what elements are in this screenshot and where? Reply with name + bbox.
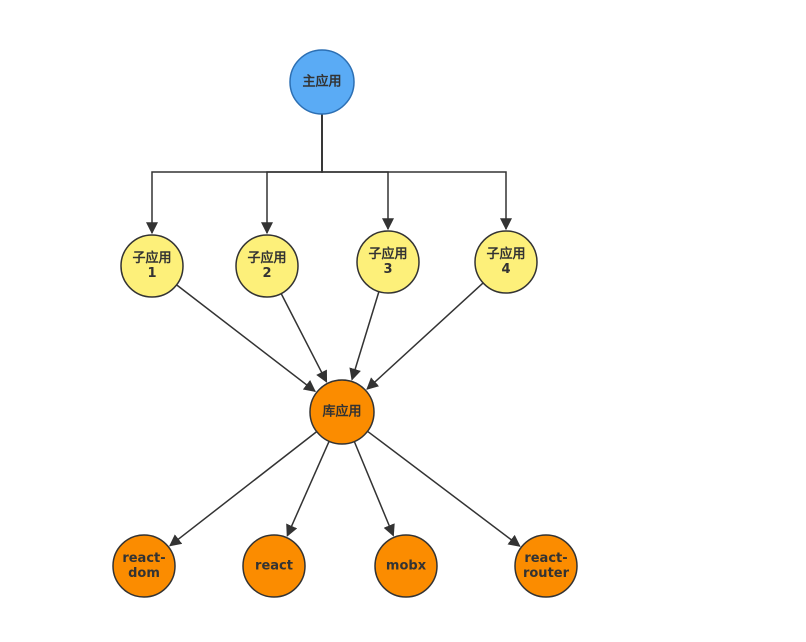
node-label-sub1-line-1: 子应用 (132, 250, 171, 266)
node-circle-sub3 (356, 230, 420, 294)
edge-lib-to-mobx (353, 441, 395, 537)
node-label-main: 主应用 (302, 74, 341, 90)
node-label-lib: 库应用 (322, 404, 361, 420)
edge-lib-to-react-dom (169, 431, 318, 547)
edge-sub2-to-lib (280, 293, 328, 383)
edges-layer (146, 114, 521, 547)
node-circle-sub4 (474, 230, 538, 294)
node-circle-mobx (374, 534, 438, 598)
node-lib: 库应用 (309, 379, 375, 445)
node-circle-main (289, 49, 355, 115)
edge-lib-to-react (286, 440, 330, 537)
node-circle-react (242, 534, 306, 598)
node-label-sub2-line-1: 子应用 (247, 250, 286, 266)
node-circle-lib (309, 379, 375, 445)
node-label-sub3-line-1: 子应用 (368, 246, 407, 262)
node-main: 主应用 (289, 49, 355, 115)
node-label-react-dom-line-1: react- (122, 551, 165, 566)
node-react-dom: react-dom (112, 534, 176, 598)
edge-main-to-sub2 (261, 114, 323, 235)
node-react-router: react-router (514, 534, 578, 598)
edge-sub1-to-lib (176, 284, 316, 393)
node-circle-sub1 (120, 234, 184, 298)
edge-main-to-sub1 (146, 114, 323, 235)
edge-sub3-to-lib (349, 291, 380, 381)
node-label-react-router-line-2: router (523, 566, 570, 581)
edge-main-to-sub4 (321, 114, 512, 231)
node-react: react (242, 534, 306, 598)
node-label-sub2-line-2: 2 (262, 266, 271, 281)
node-label-mobx: mobx (386, 559, 427, 574)
node-label-react-router-line-1: react- (524, 551, 567, 566)
node-circle-react-router (514, 534, 578, 598)
node-label-sub3-line-2: 3 (383, 262, 392, 277)
node-label-sub4-line-1: 子应用 (486, 246, 525, 262)
edge-sub4-to-lib (366, 282, 484, 390)
node-mobx: mobx (374, 534, 438, 598)
node-label-sub1-line-2: 1 (147, 266, 156, 281)
node-label-react: react (255, 559, 293, 574)
node-label-react-dom-line-2: dom (128, 566, 160, 581)
node-circle-react-dom (112, 534, 176, 598)
node-circle-sub2 (235, 234, 299, 298)
edge-lib-to-react-router (367, 430, 521, 547)
node-label-sub4-line-2: 4 (501, 262, 510, 277)
